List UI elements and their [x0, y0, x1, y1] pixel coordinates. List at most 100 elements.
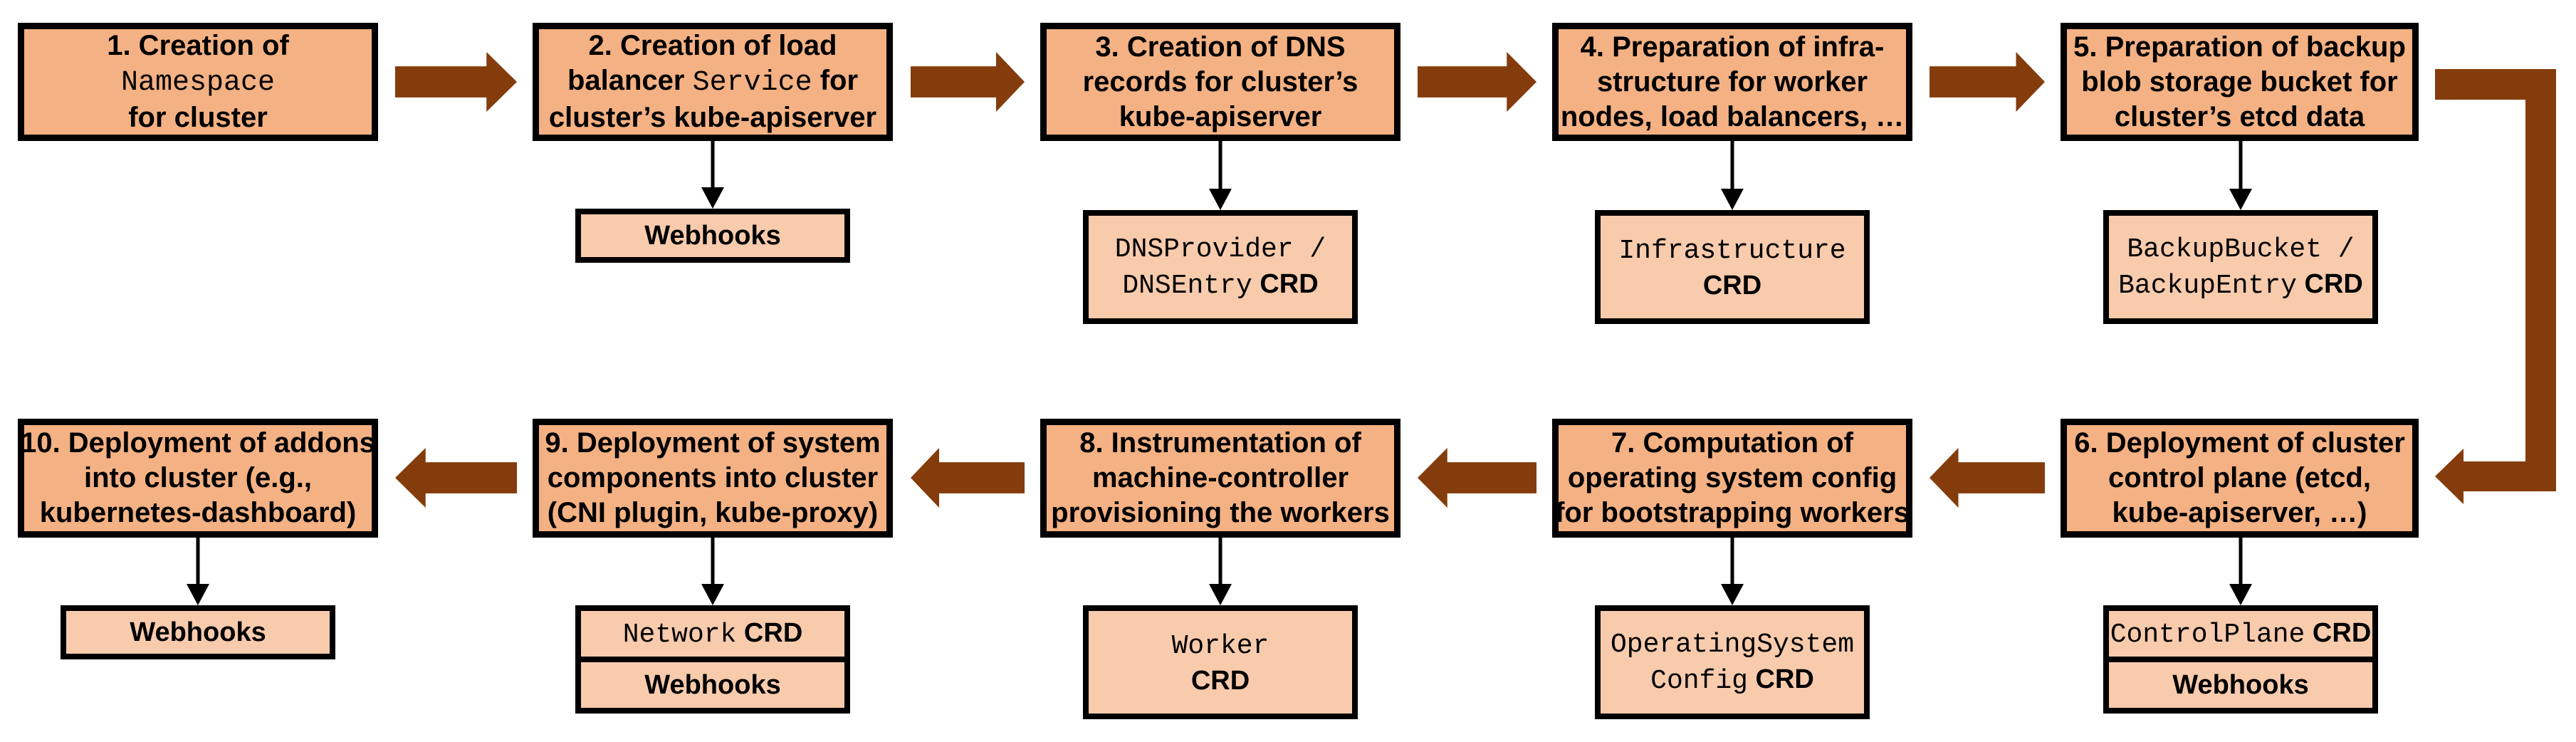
crd-box-network: Network CRD [581, 611, 844, 662]
sub-box-line: DNSEntry CRD [1122, 267, 1318, 303]
step-title-line: kubernetes-dashboard) [40, 496, 357, 531]
step-title-line: Namespace [121, 63, 275, 100]
step-title-line: 3. Creation of DNS [1095, 30, 1345, 65]
sub-box-line: CRD [1191, 664, 1250, 698]
text-segment: blob storage bucket for [2081, 66, 2398, 98]
text-segment: Infrastructure [1618, 235, 1846, 266]
step-title-line: 6. Deployment of cluster [2074, 426, 2405, 461]
step-box-2: 2. Creation of load balancer Service for… [533, 23, 893, 141]
connector-arrow-step-10 [187, 537, 209, 605]
text-segment: kube-apiserver [1119, 100, 1322, 132]
text-segment: Namespace [120, 67, 276, 99]
connector-arrow-step-7 [1721, 537, 1744, 605]
flow-arrow-3-to-4 [1418, 52, 1536, 112]
flow-arrow-7-to-8 [1418, 448, 1536, 508]
text-segment: CRD [736, 617, 803, 648]
step-title-line: 5. Preparation of backup [2073, 30, 2406, 65]
sub-box-line: CRD [1703, 268, 1761, 303]
text-segment: 7. Computation of [1611, 427, 1853, 459]
step-title-line: nodes, load balancers, … [1561, 100, 1904, 135]
step-box-9: 9. Deployment of system components into … [533, 419, 893, 538]
step-title-line: cluster’s etcd data [2115, 100, 2365, 135]
text-segment: Network [622, 619, 737, 650]
flow-arrow-2-to-3 [911, 52, 1025, 112]
flow-arrow-4-to-5 [1930, 52, 2045, 112]
sub-box-line: Webhooks [2172, 669, 2308, 701]
sub-box-line: OperatingSystem [1611, 626, 1854, 662]
text-segment: control plane (etcd, [2108, 462, 2371, 493]
text-segment: (CNI plugin, kube-proxy) [547, 497, 879, 528]
connector-arrow-step-6 [2229, 537, 2252, 605]
text-segment: cluster’s etcd data [2114, 100, 2365, 132]
step-box-7: 7. Computation of operating system confi… [1552, 419, 1912, 538]
step-title-line: 7. Computation of [1611, 426, 1853, 461]
webhooks-box-step-6: Webhooks [2109, 662, 2372, 708]
step-title-line: balancer Service for [567, 63, 858, 100]
sub-box-line: Webhooks [644, 669, 780, 701]
webhooks-box-step-2: Webhooks [575, 209, 850, 263]
text-segment: 4. Preparation of infra- [1580, 31, 1885, 63]
text-segment: 1. Creation of [107, 30, 289, 61]
step-box-4: 4. Preparation of infra- structure for w… [1552, 23, 1912, 141]
step-title-line: (CNI plugin, kube-proxy) [548, 496, 878, 531]
step-title-line: 8. Instrumentation of [1079, 426, 1361, 461]
text-segment: DNSEntry [1122, 271, 1252, 301]
step-box-8: 8. Instrumentation of machine-controller… [1040, 419, 1400, 538]
step-title-line: blob storage bucket for [2081, 65, 2398, 100]
sub-box-line: ControlPlane CRD [2110, 617, 2372, 652]
text-segment: records for cluster’s [1082, 66, 1358, 98]
sub-box-line: Config CRD [1650, 662, 1814, 699]
step-title-line: kube-apiserver [1119, 100, 1322, 135]
crd-box-operatingsystemconfig: OperatingSystem Config CRD [1595, 605, 1870, 719]
text-segment: DNSProvider / [1114, 234, 1326, 265]
connector-arrow-step-3 [1209, 140, 1232, 210]
text-segment: Webhooks [2172, 670, 2309, 700]
text-segment: Webhooks [130, 617, 266, 647]
sub-box-line: Network CRD [623, 617, 803, 652]
text-segment: CRD [2305, 617, 2372, 648]
text-segment: Worker [1171, 630, 1269, 662]
text-segment: operating system config [1567, 462, 1897, 493]
text-segment: CRD [1747, 664, 1814, 694]
webhooks-box-step-9: Webhooks [581, 662, 844, 708]
text-segment: for cluster [128, 102, 268, 133]
text-segment: provisioning the workers [1051, 497, 1390, 528]
text-segment: 6. Deployment of cluster [2074, 427, 2405, 459]
step-title-line: components into cluster [548, 461, 879, 496]
step-title-line: into cluster (e.g., [84, 461, 312, 496]
text-segment: components into cluster [547, 462, 879, 493]
text-segment: cluster’s kube-apiserver [548, 102, 877, 133]
text-segment: Service [692, 67, 812, 99]
sub-box-line: Webhooks [644, 219, 780, 253]
text-segment: 2. Creation of load [588, 30, 837, 61]
text-segment: structure for worker [1596, 66, 1868, 98]
sub-box-line: BackupBucket / [2127, 231, 2354, 267]
text-segment: Webhooks [644, 670, 781, 700]
text-segment: balancer [567, 65, 693, 96]
connector-arrow-step-4 [1721, 140, 1744, 210]
crd-box-dns: DNSProvider / DNSEntry CRD [1083, 210, 1358, 324]
text-segment: 9. Deployment of system [545, 427, 881, 459]
text-segment: for [812, 65, 859, 96]
text-segment: into cluster (e.g., [83, 462, 313, 493]
connector-arrow-step-9 [701, 537, 724, 605]
sub-box-line: Worker [1172, 627, 1269, 664]
text-segment: 3. Creation of DNS [1095, 31, 1346, 63]
text-segment: CRD [1702, 270, 1762, 301]
step-title-line: 9. Deployment of system [545, 426, 880, 461]
step-box-5: 5. Preparation of backup blob storage bu… [2061, 23, 2419, 141]
step-box-6: 6. Deployment of cluster control plane (… [2061, 419, 2419, 538]
flow-arrow-6-to-7 [1930, 448, 2045, 508]
sub-box-line: DNSProvider / [1115, 231, 1326, 267]
step-title-line: for cluster [128, 100, 268, 135]
text-segment: 8. Instrumentation of [1079, 427, 1361, 459]
crd-webhooks-stack-step-6: ControlPlane CRD Webhooks [2103, 605, 2378, 714]
step-title-line: 1. Creation of [107, 28, 289, 63]
connector-arrow-step-2 [701, 140, 724, 209]
step-box-3: 3. Creation of DNS records for cluster’s… [1040, 23, 1400, 141]
step-title-line: 2. Creation of load [589, 28, 837, 63]
crd-box-worker: Worker CRD [1083, 605, 1358, 719]
text-segment: BackupBucket / [2127, 234, 2355, 265]
step-title-line: 4. Preparation of infra- [1581, 30, 1885, 65]
text-segment: machine-controller [1091, 462, 1349, 493]
